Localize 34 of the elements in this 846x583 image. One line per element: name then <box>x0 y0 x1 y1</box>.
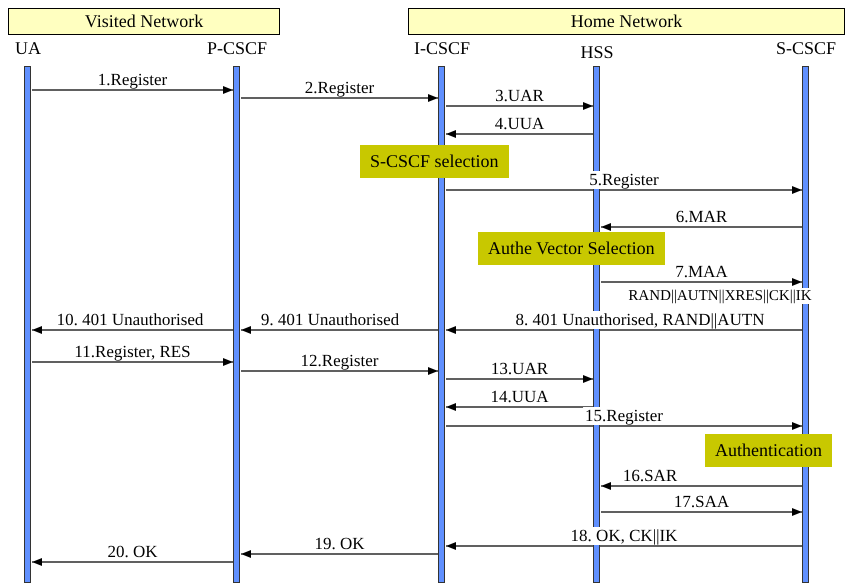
parameter-note: RAND||AUTN||XRES||CK||IK <box>628 288 812 304</box>
participant-name: UA <box>15 38 41 59</box>
message-arrow <box>241 326 438 334</box>
action-box: Authe Vector Selection <box>478 232 665 265</box>
action-box: Authentication <box>705 434 832 467</box>
message-arrow <box>446 102 593 110</box>
network-band: Home Network <box>408 8 845 35</box>
message-arrow <box>446 186 802 194</box>
message-arrow <box>446 403 593 411</box>
participant-name: I-CSCF <box>414 38 470 59</box>
message-arrow <box>32 358 233 366</box>
message-arrow <box>446 422 802 430</box>
network-band: Visited Network <box>8 8 280 35</box>
participant-name: P-CSCF <box>206 38 268 59</box>
message-arrow <box>241 94 438 102</box>
message-arrow <box>601 278 802 286</box>
message-arrow <box>241 367 438 375</box>
message-arrow <box>32 86 233 94</box>
action-box: S-CSCF selection <box>360 145 509 178</box>
message-arrow <box>446 375 593 383</box>
participant-name: HSS <box>580 42 614 63</box>
edge-label: 5.Register <box>587 171 661 189</box>
message-arrow <box>601 482 802 490</box>
message-arrow <box>446 542 802 550</box>
edge-label: 15.Register <box>583 407 665 425</box>
message-arrow <box>601 223 802 231</box>
edge-label: 2.Register <box>302 79 376 97</box>
edge-label: 8. 401 Unauthorised, RAND||AUTN <box>513 311 767 329</box>
message-arrow <box>241 550 438 558</box>
message-arrow <box>446 130 593 138</box>
message-arrow <box>32 558 233 566</box>
message-arrow <box>601 508 802 516</box>
message-arrow <box>446 326 802 334</box>
participant-name: S-CSCF <box>776 38 836 59</box>
